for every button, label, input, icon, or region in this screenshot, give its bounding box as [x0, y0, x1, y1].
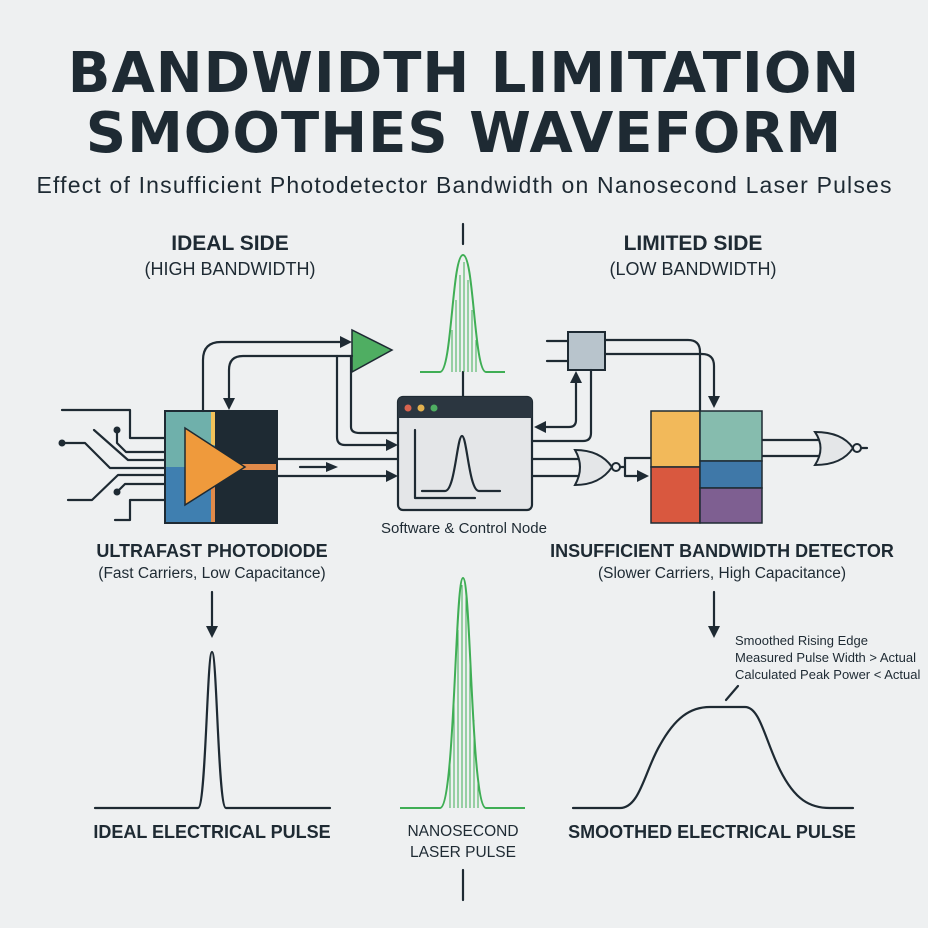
title-line-1: BANDWIDTH LIMITATION — [68, 41, 860, 106]
buffer-block-icon — [567, 331, 606, 371]
nor-gate-icon — [573, 448, 614, 487]
annotation-pulse-width: Measured Pulse Width > Actual — [735, 650, 916, 665]
window-maximize-dot-icon — [430, 404, 438, 412]
ultrafast-photodiode-block — [164, 410, 278, 524]
window-close-dot-icon — [404, 404, 412, 412]
software-control-node — [396, 395, 534, 512]
laser-pulse-label-line-1: NANOSECOND — [407, 823, 518, 840]
limited-side-subheading: (LOW BANDWIDTH) — [610, 259, 777, 279]
subtitle: Effect of Insufficient Photodetector Ban… — [37, 172, 892, 198]
smoothed-electrical-pulse-waveform — [571, 705, 855, 810]
detector-label: INSUFFICIENT BANDWIDTH DETECTOR — [550, 541, 894, 561]
input-wires — [58, 408, 167, 522]
ideal-pulse-label: IDEAL ELECTRICAL PULSE — [93, 822, 330, 842]
annotation-peak-power: Calculated Peak Power < Actual — [735, 667, 920, 682]
title-line-2: SMOOTHES WAVEFORM — [86, 101, 843, 166]
photodiode-label: ULTRAFAST PHOTODIODE — [96, 541, 327, 561]
photodiode-connections — [201, 336, 400, 482]
detector-connections — [530, 331, 869, 487]
smoothed-pulse-label: SMOOTHED ELECTRICAL PULSE — [568, 822, 856, 842]
laser-pulse-icon-top — [420, 253, 505, 373]
annotation-rising-edge: Smoothed Rising Edge — [735, 633, 868, 648]
detector-sublabel: (Slower Carriers, High Capacitance) — [598, 565, 846, 582]
arrow-down-icon-left — [206, 590, 218, 638]
ideal-side-heading: IDEAL SIDE — [171, 232, 288, 255]
arrow-down-icon-right — [708, 590, 720, 638]
insufficient-bandwidth-detector-block — [650, 410, 763, 524]
annotation-leader-line — [724, 684, 740, 702]
laser-pulse-label-line-2: LASER PULSE — [410, 844, 516, 861]
ideal-electrical-pulse-waveform — [93, 650, 332, 810]
nanosecond-laser-pulse-waveform — [400, 576, 525, 809]
limited-side-heading: LIMITED SIDE — [624, 232, 763, 255]
ideal-side-subheading: (HIGH BANDWIDTH) — [145, 259, 316, 279]
photodiode-sublabel: (Fast Carriers, Low Capacitance) — [98, 565, 325, 582]
control-node-label: Software & Control Node — [381, 520, 547, 537]
output-nor-gate-icon — [813, 430, 855, 467]
amplifier-icon — [351, 328, 394, 374]
window-minimize-dot-icon — [417, 404, 425, 412]
